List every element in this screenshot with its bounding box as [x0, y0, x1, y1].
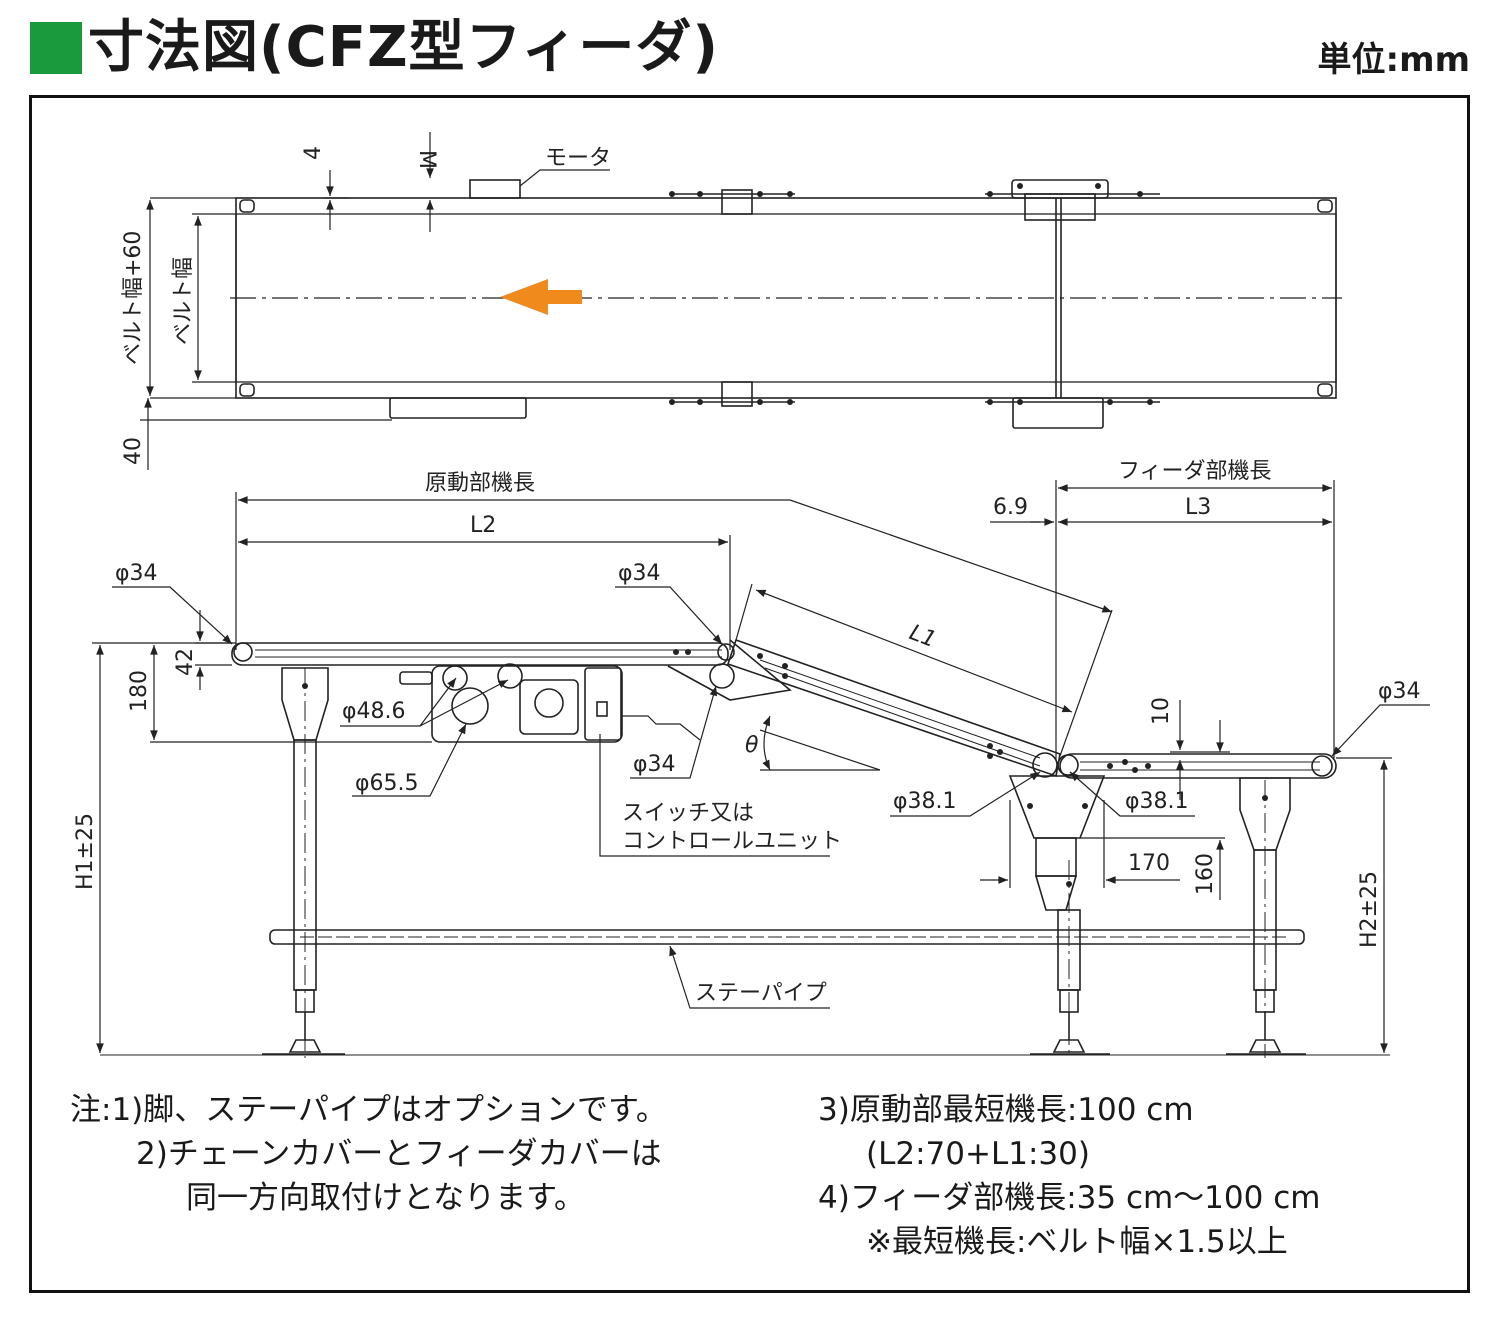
- leg-left: [262, 667, 345, 1055]
- motor-label: モータ: [545, 146, 611, 171]
- phi34-lower-label: φ34: [633, 752, 676, 777]
- phi38-1-left-label: φ38.1: [893, 789, 957, 814]
- top-view-dimensions: [140, 132, 610, 470]
- leg-right: [1226, 777, 1306, 1055]
- theta-label: θ: [745, 733, 759, 758]
- drawing-frame: [29, 95, 1470, 1293]
- note-3b: (L2:70+L1:30): [866, 1136, 1090, 1172]
- phi34-left-label: φ34: [115, 561, 158, 586]
- note-2: 2)チェーンカバーとフィーダカバーは: [136, 1136, 662, 1172]
- phi34-mid-label: φ34: [618, 561, 661, 586]
- title-marker-square: [30, 22, 82, 74]
- feeder-length-label: フィーダ部機長: [1118, 459, 1272, 484]
- drive-length-label: 原動部機長: [425, 471, 535, 496]
- top-view: [230, 179, 1342, 429]
- belt-width-label: ベルト幅: [171, 257, 196, 345]
- dim-170-label: 170: [1128, 851, 1170, 876]
- dim-160-label: 160: [1193, 853, 1218, 895]
- belt-width-plus-60-label: ベルト幅+60: [121, 231, 146, 365]
- side-view: [100, 638, 1390, 1058]
- note-3: 3)原動部最短機長:100 cm: [818, 1092, 1194, 1128]
- dim-m-label: M: [414, 150, 439, 169]
- dim-6-9-label: 6.9: [993, 495, 1028, 520]
- dim-10-label: 10: [1149, 697, 1174, 725]
- drive-unit-box: [431, 665, 623, 743]
- side-view-dimensions: [92, 480, 1430, 1053]
- drive-conveyor-body: [231, 642, 729, 666]
- top-view-fasteners: [669, 183, 1153, 405]
- l1-label: L1: [906, 620, 939, 653]
- feeder-conveyor-body: [1059, 753, 1337, 779]
- top-feeder-bracket: [1012, 397, 1104, 429]
- dim-4-label: 4: [301, 146, 326, 160]
- page-title: 寸法図(CFZ型フィーダ): [88, 15, 720, 80]
- stay-pipe-label: ステーパイプ: [695, 981, 827, 1006]
- phi38-1-right-label: φ38.1: [1125, 789, 1189, 814]
- dim-40-label: 40: [121, 437, 146, 465]
- top-motor: [469, 179, 521, 199]
- control-unit: [584, 667, 622, 741]
- top-motor-lower: [389, 397, 527, 419]
- top-view-text: モータ 4 M ベルト幅+60 ベルト幅 40: [121, 146, 611, 465]
- l2-label: L2: [470, 513, 496, 538]
- header: 寸法図(CFZ型フィーダ) 単位:mm: [0, 0, 1500, 90]
- switch-label-line2: コントロールユニット: [622, 829, 842, 854]
- phi48-6-label: φ48.6: [342, 699, 406, 724]
- h2-label: H2±25: [1357, 871, 1382, 948]
- switch-label-line1: スイッチ又は: [622, 801, 754, 826]
- note-1: 注:1)脚、ステーパイプはオプションです。: [70, 1092, 667, 1128]
- dim-42-label: 42: [173, 648, 198, 676]
- note-2b: 同一方向取付けとなります。: [186, 1180, 585, 1216]
- joint-hopper: [1008, 775, 1106, 839]
- l3-label: L3: [1185, 495, 1211, 520]
- note-4b: ※最短機長:ベルト幅×1.5以上: [866, 1224, 1288, 1260]
- phi65-5-label: φ65.5: [355, 771, 419, 796]
- note-4: 4)フィーダ部機長:35 cm〜100 cm: [818, 1180, 1321, 1216]
- h1-label: H1±25: [73, 813, 98, 890]
- phi34-right-label: φ34: [1378, 679, 1421, 704]
- dim-180-label: 180: [127, 670, 152, 712]
- side-view-text: 原動部機長 L2 フィーダ部機長 L3 6.9 L1 φ34 φ34 φ34 φ…: [73, 459, 1421, 1006]
- leg-middle: [1030, 909, 1110, 1055]
- unit-label: 単位:mm: [1317, 40, 1470, 80]
- flow-arrow: [500, 279, 582, 315]
- stay-pipe: [269, 929, 1305, 945]
